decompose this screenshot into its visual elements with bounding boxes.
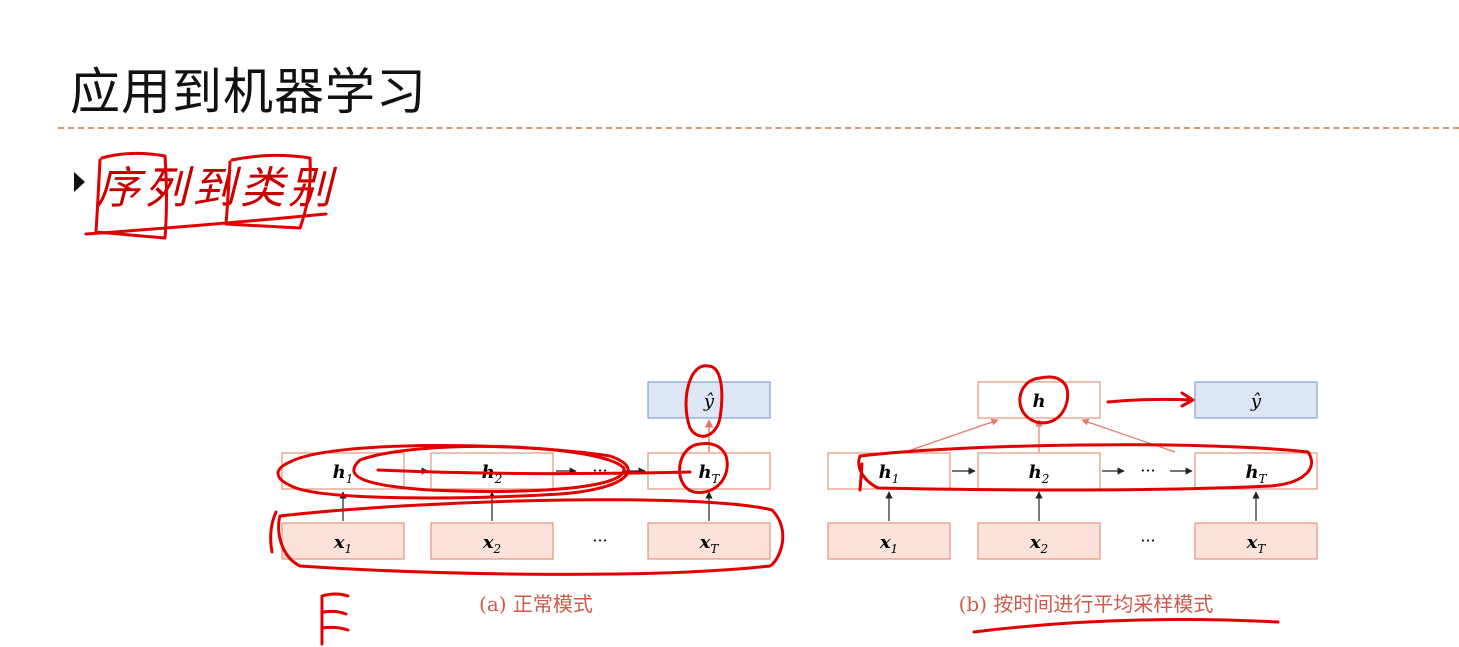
hidden-ellipsis-a: ···	[592, 461, 607, 480]
hidden-label-a-T: hT	[698, 462, 720, 486]
hidden-label-b-T: hT	[1245, 462, 1267, 486]
caption-a: (a) 正常模式	[479, 592, 593, 616]
output-box-a	[647, 381, 771, 419]
title-divider	[58, 127, 1459, 129]
annotation-tick-b	[858, 462, 864, 492]
annotation-bracket-a	[269, 510, 278, 554]
output-label-a: ŷ	[703, 391, 715, 412]
input-box-a-T	[647, 522, 771, 560]
hidden-box-b-T	[1194, 452, 1318, 490]
input-ellipsis-a: ···	[592, 531, 607, 550]
handwritten-annotations	[84, 151, 1313, 646]
input-label-a-T: xT	[699, 532, 720, 556]
hidden-box-b-2	[977, 452, 1101, 490]
input-box-b-2	[977, 522, 1101, 560]
bullet-text: 序列到类别	[96, 163, 336, 214]
bullet-arrow-icon	[74, 172, 85, 192]
input-label-b-T: xT	[1246, 532, 1267, 556]
input-ellipsis-b: ···	[1140, 531, 1155, 550]
hidden-label-b-2: h2	[1029, 462, 1050, 486]
input-label-b-1: x1	[879, 532, 898, 556]
hidden-label-b-1: h1	[879, 462, 900, 486]
input-box-b-T	[1194, 522, 1318, 560]
input-box-a-1	[281, 522, 405, 560]
input-label-b-2: x2	[1029, 532, 1048, 556]
annotation-box-2	[224, 153, 312, 230]
input-label-a-1: x1	[333, 532, 352, 556]
annotation-circle-yhat	[684, 364, 724, 438]
annotation-oval-inputs	[277, 498, 785, 576]
annotation-oval-hidden	[276, 443, 630, 500]
diagram-a: ŷ h1 h2 hT ··· x1 x2 xT ··· (a) 正常模式	[281, 381, 771, 616]
caption-b: (b) 按时间进行平均采样模式	[959, 592, 1214, 616]
annotation-glyph-bottom	[320, 592, 350, 646]
slide-title: 应用到机器学习	[70, 63, 427, 121]
annotation-arrow-h-to-y	[1106, 391, 1195, 408]
input-label-a-2: x2	[482, 532, 501, 556]
annotation-oval-hidden-b	[857, 443, 1313, 492]
avg-hidden-box-b	[977, 381, 1101, 419]
annotation-circle-avg-h	[1018, 375, 1070, 425]
annotation-oval-h1h2	[352, 444, 626, 493]
hidden-label-a-1: h1	[333, 462, 354, 486]
output-label-b: ŷ	[1250, 391, 1262, 412]
h1-to-avg-arrow-b	[904, 418, 999, 453]
hidden-ellipsis-b: ···	[1140, 461, 1155, 480]
hidden-box-b-1	[827, 452, 951, 490]
annotation-arrow-line-a	[376, 468, 692, 476]
input-box-a-2	[430, 522, 554, 560]
annotation-underline-bullet	[84, 212, 328, 236]
hT-to-avg-arrow-b	[1081, 418, 1176, 453]
annotation-circle-hT	[678, 442, 729, 494]
avg-hidden-label-b: h	[1032, 391, 1045, 412]
annotation-box-1	[94, 151, 168, 240]
diagram-b: h ŷ h1 h2 hT ··· x1 x2 xT ··· (b) 按时间进行平…	[827, 381, 1318, 616]
input-box-b-1	[827, 522, 951, 560]
annotation-underline-caption-b	[972, 618, 1280, 634]
output-box-b	[1194, 381, 1318, 419]
